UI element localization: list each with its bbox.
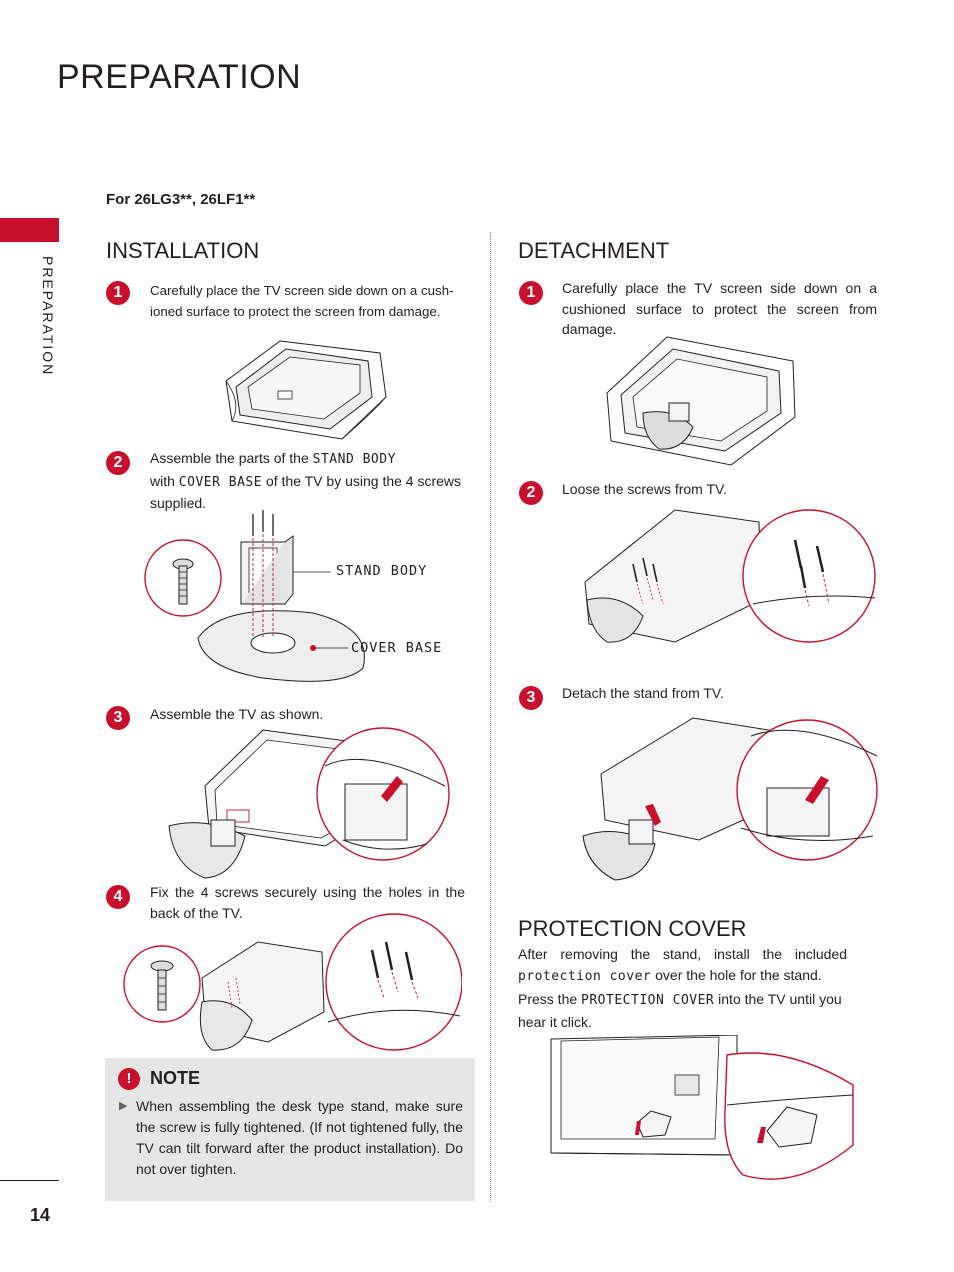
installation-step-2-text: Assemble the parts of the STAND BODY wit… [150,448,465,514]
installation-step-2-text-after: of the TV by using the 4 screws supplied… [150,472,462,512]
stand-assembly-illustration [144,510,365,682]
installation-step-2-text-mid: with [150,472,179,489]
detachment-title: DETACHMENT [518,238,670,263]
note-text: When assembling the desk type stand, mak… [136,1098,463,1177]
note-bullet-arrow-icon: ▶ [119,1100,128,1112]
protection-cover-paragraph-1: After removing the stand, install the in… [518,944,847,987]
exclamation-icon: ! [118,1068,140,1090]
protection-cover-para2-before: Press the [518,991,582,1007]
page-title: PREPARATION [57,58,302,96]
installation-step-1-number: 1 [106,281,130,305]
stand-body-keyword: STAND BODY [312,452,396,467]
protection-cover-paragraph-2: Press the PROTECTION COVER into the TV u… [518,989,847,1032]
installation-step-4-text: Fix the 4 screws securely using the hole… [150,884,465,921]
note-box [105,1058,475,1201]
installation-step-2-number: 2 [106,451,130,475]
detach-tv-on-cushion-illustration [606,336,796,466]
cover-base-callout: COVER BASE [351,640,443,656]
column-divider [490,232,491,1202]
protection-cover-title: PROTECTION COVER [518,916,747,941]
tv-assembly-illustration [168,727,450,879]
detachment-step-3-text: Detach the stand from TV. [562,685,724,701]
page-number: 14 [30,1205,51,1225]
detachment-step-1-number: 1 [519,281,543,305]
model-line: For 26LG3**, 26LF1** [106,191,256,208]
fix-screws-illustration [123,913,462,1051]
note-heading: NOTE [150,1068,201,1088]
protection-cover-para1-before: After removing the stand, install the in… [518,946,847,962]
installation-step-3-number: 3 [106,706,130,730]
protection-cover-illustration [550,1035,854,1180]
detach-stand-illustration [582,717,878,881]
installation-step-3-text: Assemble the TV as shown. [150,706,324,722]
installation-step-4-number: 4 [106,885,130,909]
detachment-step-2-number: 2 [519,481,543,505]
protection-cover-caps-keyword: PROTECTION COVER [581,993,715,1008]
protection-cover-keyword: protection cover [518,968,652,984]
protection-cover-para1-after: over the hole for the stand. [651,966,822,983]
side-section-label: PREPARATION [40,256,56,377]
installation-title: INSTALLATION [106,238,260,263]
detachment-step-3-number: 3 [519,686,543,710]
section-tab-marker [0,218,59,242]
cover-base-keyword: COVER BASE [178,474,263,490]
stand-body-callout: STAND BODY [336,563,428,579]
detachment-step-2-text: Loose the screws from TV. [562,481,727,497]
loosen-screws-illustration [584,509,876,643]
installation-step-1-text: Carefully place the TV screen side down … [150,283,454,319]
detachment-step-1-text: Carefully place the TV screen side down … [562,280,877,337]
tv-on-cushion-illustration [225,340,387,440]
protection-cover-para2-after: into the TV until you hear it click. [518,991,842,1030]
installation-step-2-text-before: Assemble the parts of the [150,450,313,466]
page-number-rule [0,1180,59,1181]
